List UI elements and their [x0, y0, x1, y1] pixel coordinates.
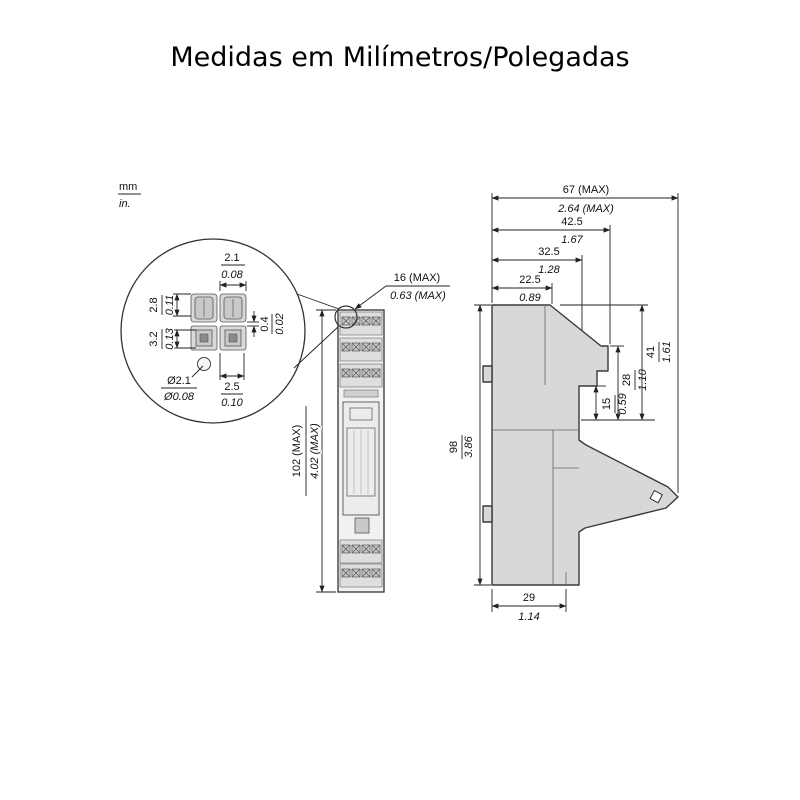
dim-height-15: 15 0.59: [593, 385, 631, 421]
dim-height-41-inch: 1.61: [661, 341, 673, 362]
dim-screw-height: 2.8 0.11: [147, 293, 191, 317]
dim-terminal-pitch-mm: 2.1: [224, 252, 239, 264]
dim-gap-mm: 0.4: [259, 316, 271, 331]
dim-cage-width-mm: 2.5: [224, 381, 239, 393]
dim-depth-total-mm: 67 (MAX): [563, 184, 609, 196]
dim-rail-width-mm: 29: [523, 592, 535, 604]
dim-depth-42-inch: 1.67: [561, 234, 583, 246]
dim-depth-32-mm: 32.5: [538, 246, 559, 258]
dim-front-height-mm: 102 (MAX): [291, 425, 303, 478]
dim-terminal-pitch: 2.1 0.08: [219, 251, 247, 291]
dim-screw-height-mm: 2.8: [148, 297, 160, 312]
dim-depth-42: 42.5 1.67: [491, 215, 611, 344]
dim-depth-total: 67 (MAX) 2.64 (MAX): [491, 183, 679, 493]
dim-front-width-mm: 16 (MAX): [394, 272, 440, 284]
detail-cage-terminals: [190, 325, 247, 351]
dim-depth-22-inch: 0.89: [519, 292, 540, 304]
units-legend: mm in.: [118, 180, 141, 212]
dim-front-height: 102 (MAX) 4.02 (MAX): [290, 309, 336, 593]
dim-height-15-mm: 15: [601, 398, 613, 410]
dim-hole-diameter: Ø2.1 Ø0.08: [161, 365, 204, 405]
dim-height-total-mm: 98: [448, 441, 460, 453]
side-view: [482, 304, 679, 586]
dim-terminal-pitch-inch: 0.08: [221, 269, 243, 281]
dim-cage-height: 3.2 0.13: [147, 326, 196, 351]
dim-height-41: 41 1.61: [560, 304, 675, 421]
dim-height-15-inch: 0.59: [617, 393, 629, 414]
dim-cage-width: 2.5 0.10: [219, 353, 245, 411]
dim-height-total: 98 3.86: [447, 304, 491, 586]
page-title: Medidas em Milímetros/Polegadas: [170, 42, 629, 73]
detail-leader-bottom: [293, 325, 340, 369]
dim-gap-inch: 0.02: [274, 313, 286, 334]
legend-inch-label: in.: [119, 198, 131, 210]
front-relay-area: [342, 401, 380, 534]
dim-front-height-inch: 4.02 (MAX): [309, 423, 321, 479]
dim-cage-width-inch: 0.10: [221, 397, 243, 409]
front-release-clip: [354, 517, 370, 534]
dim-gap: 0.4 0.02: [247, 311, 288, 337]
dim-height-28-inch: 1.10: [637, 368, 649, 390]
dim-hole-diameter-mm: Ø2.1: [167, 375, 191, 387]
dim-rail-width-inch: 1.14: [518, 611, 539, 623]
dim-depth-32-inch: 1.28: [538, 264, 560, 276]
dim-height-28-mm: 28: [621, 374, 633, 386]
detail-test-hole: [197, 357, 211, 371]
side-internal-lines: [492, 305, 579, 585]
legend-mm-label: mm: [119, 181, 137, 193]
detail-screw-terminals: [190, 293, 247, 323]
detail-target-circle: [334, 305, 358, 329]
dim-depth-22: 22.5 0.89: [491, 273, 553, 306]
dim-height-total-inch: 3.86: [463, 435, 475, 457]
dim-depth-total-inch: 2.64 (MAX): [557, 203, 614, 215]
dim-rail-width: 29 1.14: [491, 589, 567, 625]
detail-view: 2.1 0.08 2.8 0.11 0.4 0.02: [120, 238, 306, 424]
detail-leader-top: [296, 293, 340, 310]
dim-depth-32: 32.5 1.28: [491, 245, 583, 330]
front-terminal-rows-top: [339, 311, 383, 398]
dim-depth-42-mm: 42.5: [561, 216, 582, 228]
dim-front-width: 16 (MAX) 0.63 (MAX): [354, 271, 450, 310]
dim-hole-diameter-inch: Ø0.08: [163, 391, 195, 403]
dim-cage-height-mm: 3.2: [148, 331, 160, 346]
dim-height-28: 28 1.10: [610, 345, 651, 421]
dim-front-width-inch: 0.63 (MAX): [390, 290, 446, 302]
side-body: [491, 304, 679, 586]
latch-hole: [649, 489, 663, 504]
dim-depth-22-mm: 22.5: [519, 274, 540, 286]
front-view: [334, 305, 385, 593]
front-terminal-rows-bottom: [339, 539, 383, 588]
leader-arrow: [354, 285, 387, 310]
dim-height-41-mm: 41: [645, 346, 657, 358]
din-tab-bottom: [482, 505, 493, 523]
dim-screw-height-inch: 0.11: [164, 295, 176, 316]
dim-cage-height-inch: 0.13: [164, 327, 176, 349]
din-tab-top: [482, 365, 493, 383]
